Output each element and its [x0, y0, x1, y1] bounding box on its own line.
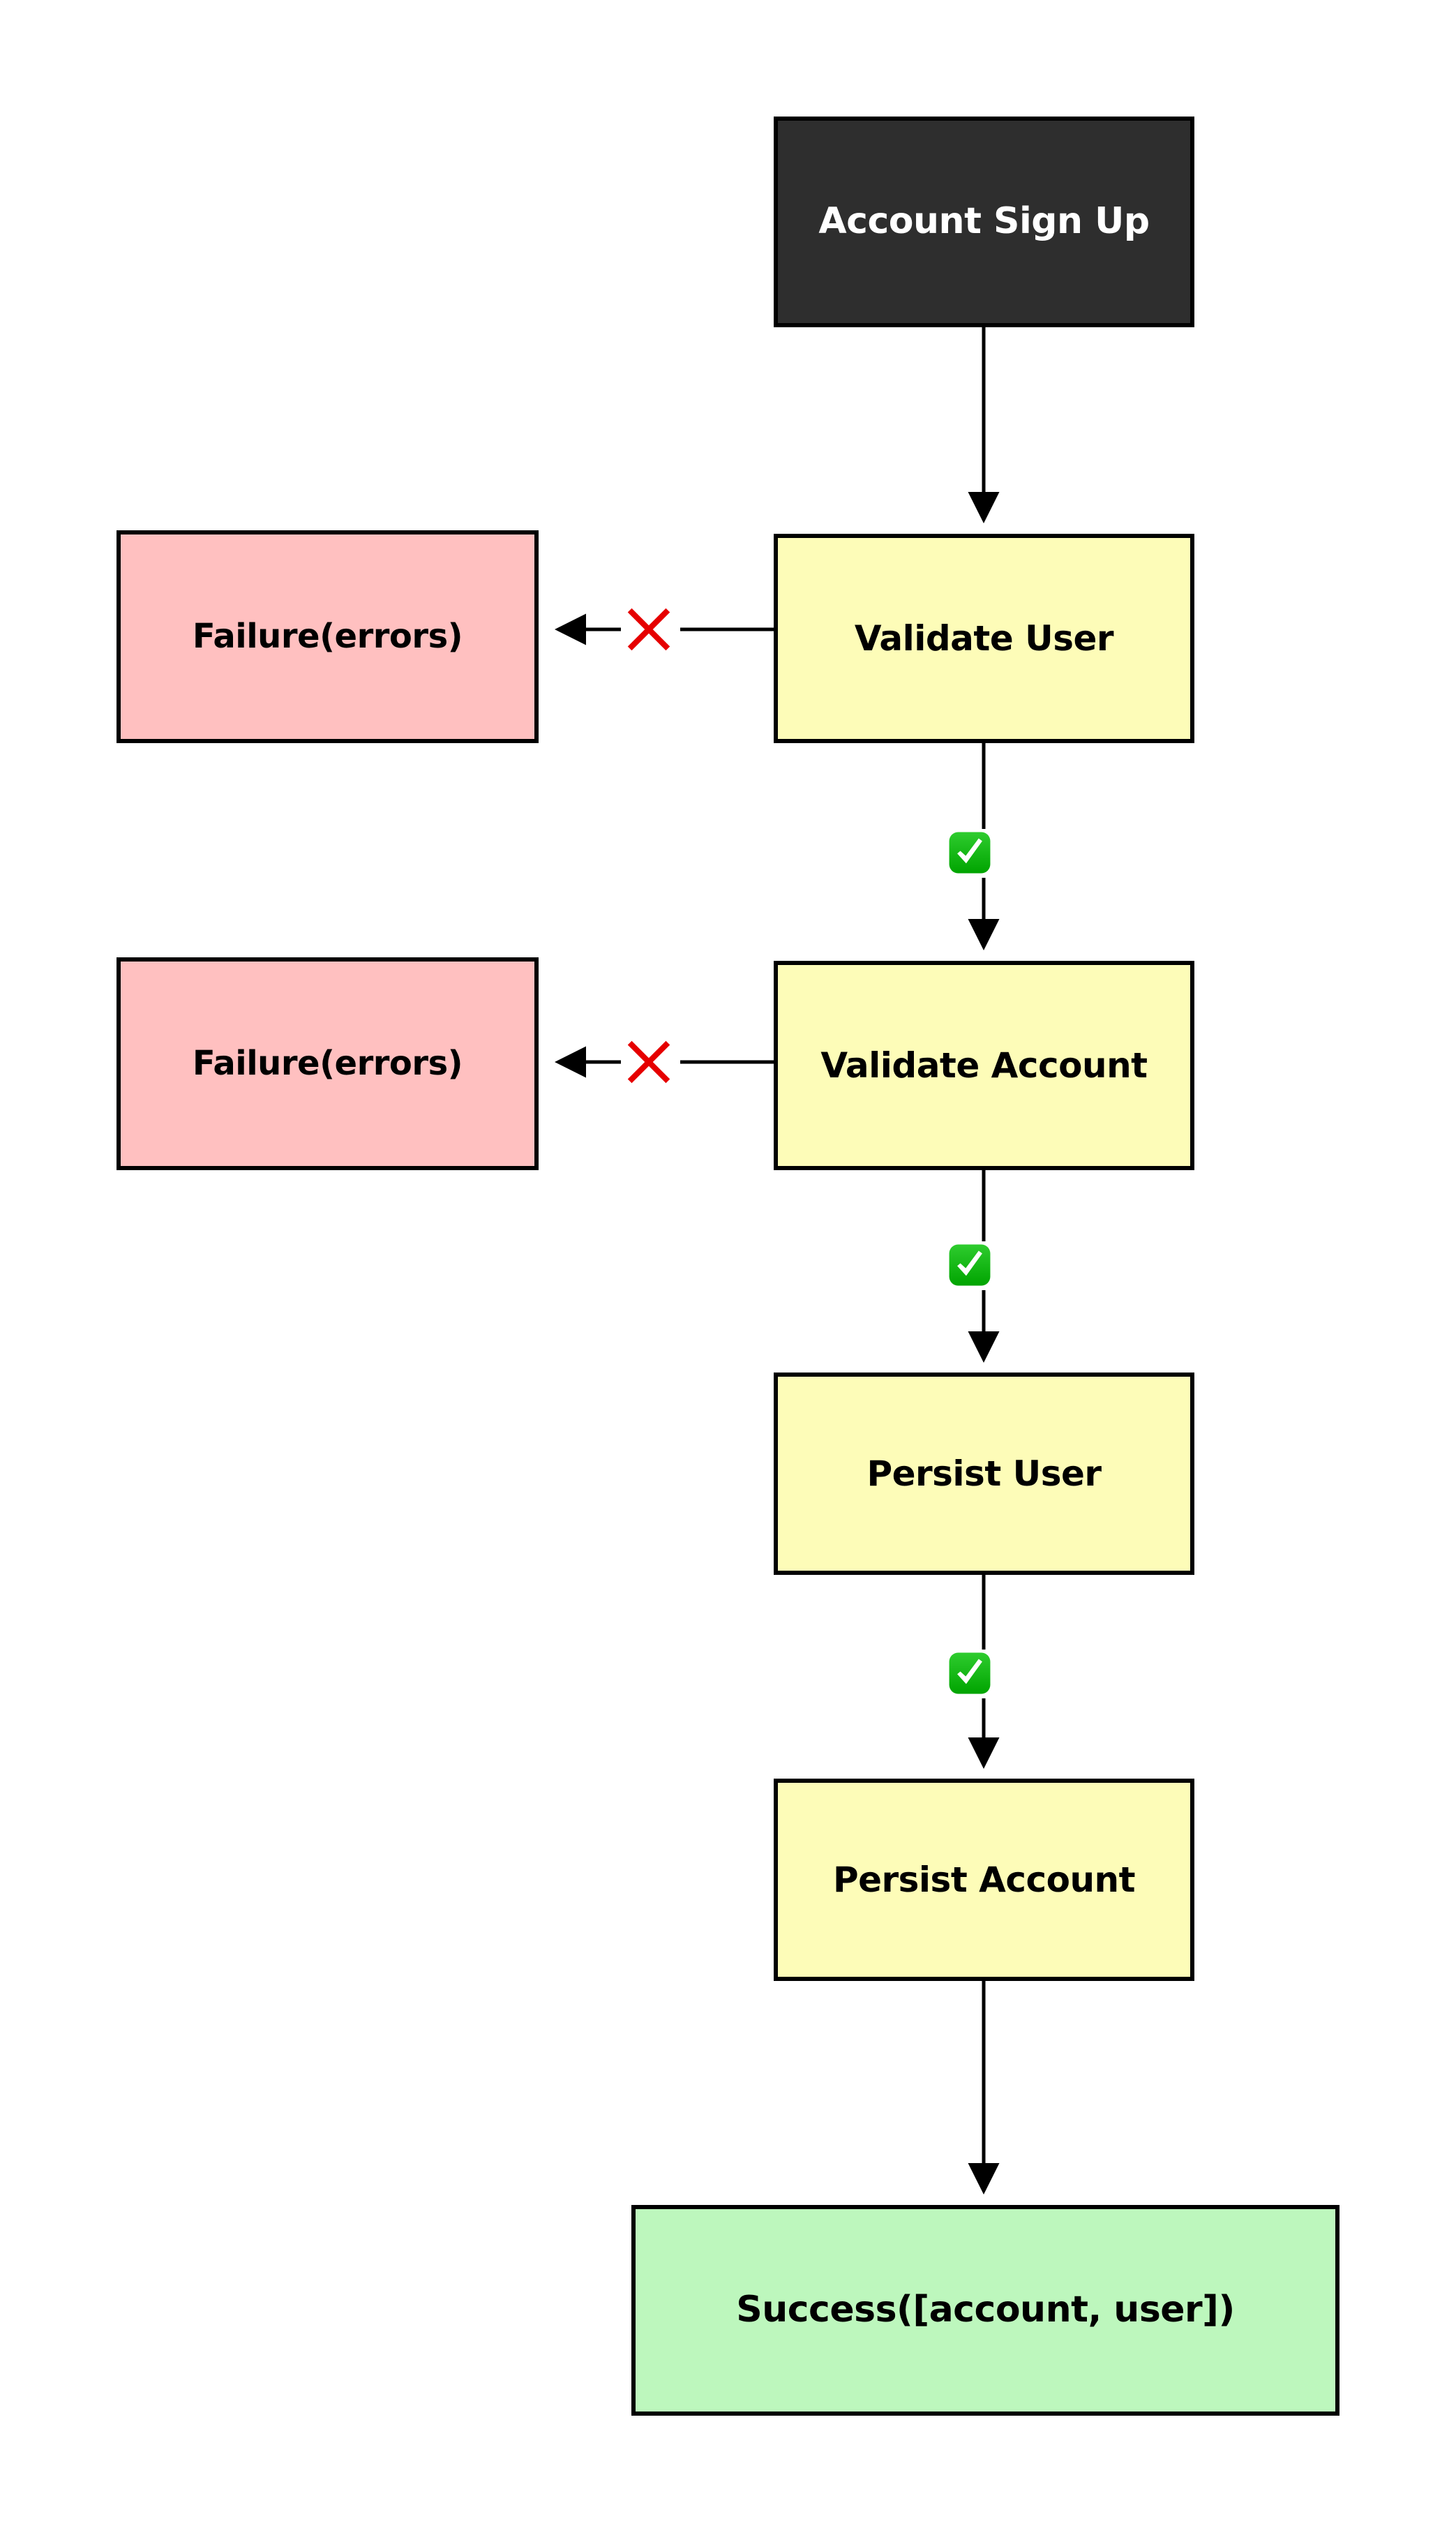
node-label-success: Success([account, user]) — [736, 2289, 1235, 2331]
check-mark-icon — [947, 830, 992, 875]
node-label-account-sign-up: Account Sign Up — [818, 200, 1150, 243]
node-label-validate-account: Validate Account — [820, 1045, 1148, 1086]
node-persist-user[interactable]: Persist User — [774, 1373, 1194, 1575]
node-label-persist-account: Persist Account — [832, 1859, 1136, 1900]
node-label-failure-user: Failure(errors) — [192, 617, 463, 657]
node-label-validate-user: Validate User — [854, 618, 1114, 659]
node-label-failure-account: Failure(errors) — [192, 1044, 463, 1084]
node-label-persist-user: Persist User — [866, 1453, 1102, 1494]
cross-mark-icon — [624, 604, 674, 655]
node-validate-account[interactable]: Validate Account — [774, 961, 1194, 1170]
node-validate-user[interactable]: Validate User — [774, 534, 1194, 743]
node-persist-account[interactable]: Persist Account — [774, 1779, 1194, 1981]
node-failure-account[interactable]: Failure(errors) — [117, 957, 539, 1170]
node-success[interactable]: Success([account, user]) — [631, 2205, 1339, 2416]
cross-mark-icon — [624, 1037, 674, 1087]
check-mark-icon — [947, 1243, 992, 1287]
node-failure-user[interactable]: Failure(errors) — [117, 530, 539, 743]
check-mark-icon — [947, 1651, 992, 1696]
node-account-sign-up[interactable]: Account Sign Up — [774, 117, 1194, 327]
